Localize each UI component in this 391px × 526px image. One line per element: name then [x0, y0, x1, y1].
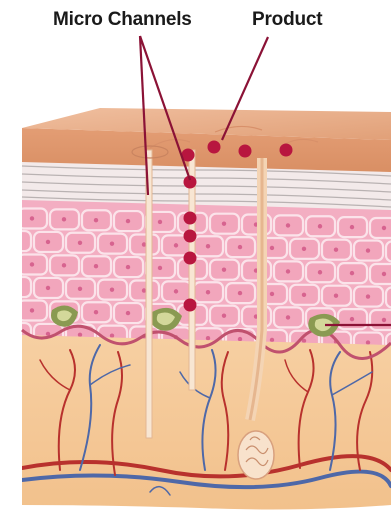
product-particle — [184, 212, 197, 225]
cell-nucleus — [94, 310, 98, 314]
cell-nucleus — [14, 285, 18, 289]
cell-nucleus — [126, 311, 130, 315]
cell-nucleus — [62, 217, 66, 221]
cell-nucleus — [238, 291, 242, 295]
cell-nucleus — [0, 307, 2, 311]
cell-nucleus — [94, 218, 98, 222]
cell-nucleus — [110, 333, 114, 337]
cell-nucleus — [222, 267, 226, 271]
cell-nucleus — [46, 240, 50, 244]
epidermis-cell — [370, 264, 391, 284]
cell-nucleus — [382, 272, 386, 276]
cell-nucleus — [270, 246, 274, 250]
cell-nucleus — [0, 215, 2, 219]
cell-nucleus — [318, 270, 322, 274]
cell-nucleus — [334, 247, 338, 251]
cell-nucleus — [286, 315, 290, 319]
cell-nucleus — [78, 333, 82, 337]
epidermis-cell — [2, 231, 31, 251]
cell-nucleus — [78, 241, 82, 245]
product-particle — [184, 299, 197, 312]
cell-nucleus — [366, 340, 370, 344]
product-particle — [280, 144, 293, 157]
epidermis-cell — [370, 310, 391, 330]
cell-nucleus — [30, 308, 34, 312]
product-particle — [184, 252, 197, 265]
cell-nucleus — [174, 289, 178, 293]
cell-nucleus — [302, 293, 306, 297]
product-particle — [208, 141, 221, 154]
cell-nucleus — [62, 263, 66, 267]
cell-nucleus — [206, 290, 210, 294]
product-label: Product — [252, 9, 322, 31]
cell-nucleus — [382, 318, 386, 322]
cell-nucleus — [222, 313, 226, 317]
follicle-bulb-icon — [238, 431, 274, 479]
epidermis-cell — [2, 277, 31, 297]
cell-nucleus — [0, 261, 2, 265]
cell-nucleus — [350, 225, 354, 229]
cell-nucleus — [286, 269, 290, 273]
cell-nucleus — [366, 294, 370, 298]
epidermis-cell — [0, 254, 15, 274]
cell-nucleus — [126, 219, 130, 223]
cell-nucleus — [350, 317, 354, 321]
epidermis-cell — [370, 218, 391, 238]
cell-nucleus — [30, 216, 34, 220]
cell-nucleus — [158, 266, 162, 270]
cell-nucleus — [14, 239, 18, 243]
cell-nucleus — [222, 221, 226, 225]
cell-nucleus — [46, 286, 50, 290]
cell-nucleus — [30, 262, 34, 266]
cell-nucleus — [270, 292, 274, 296]
cell-nucleus — [238, 337, 242, 341]
cell-nucleus — [302, 247, 306, 251]
cell-nucleus — [158, 220, 162, 224]
cell-nucleus — [206, 336, 210, 340]
cell-nucleus — [270, 338, 274, 342]
cell-nucleus — [94, 264, 98, 268]
cell-nucleus — [334, 293, 338, 297]
cell-nucleus — [350, 271, 354, 275]
cell-nucleus — [286, 223, 290, 227]
cell-nucleus — [318, 224, 322, 228]
cell-nucleus — [382, 226, 386, 230]
product-particle — [239, 145, 252, 158]
cell-nucleus — [366, 248, 370, 252]
cell-nucleus — [110, 241, 114, 245]
cell-nucleus — [206, 244, 210, 248]
cell-nucleus — [110, 287, 114, 291]
cell-nucleus — [174, 243, 178, 247]
epidermis-cell — [0, 300, 15, 320]
epidermis-cell — [0, 208, 15, 228]
epidermis-cell — [386, 287, 391, 307]
epidermis-cell — [386, 241, 391, 261]
cell-nucleus — [14, 331, 18, 335]
cell-nucleus — [126, 265, 130, 269]
product-particle — [184, 230, 197, 243]
cell-nucleus — [78, 287, 82, 291]
micro-channels-label: Micro Channels — [53, 9, 192, 31]
cell-nucleus — [238, 245, 242, 249]
